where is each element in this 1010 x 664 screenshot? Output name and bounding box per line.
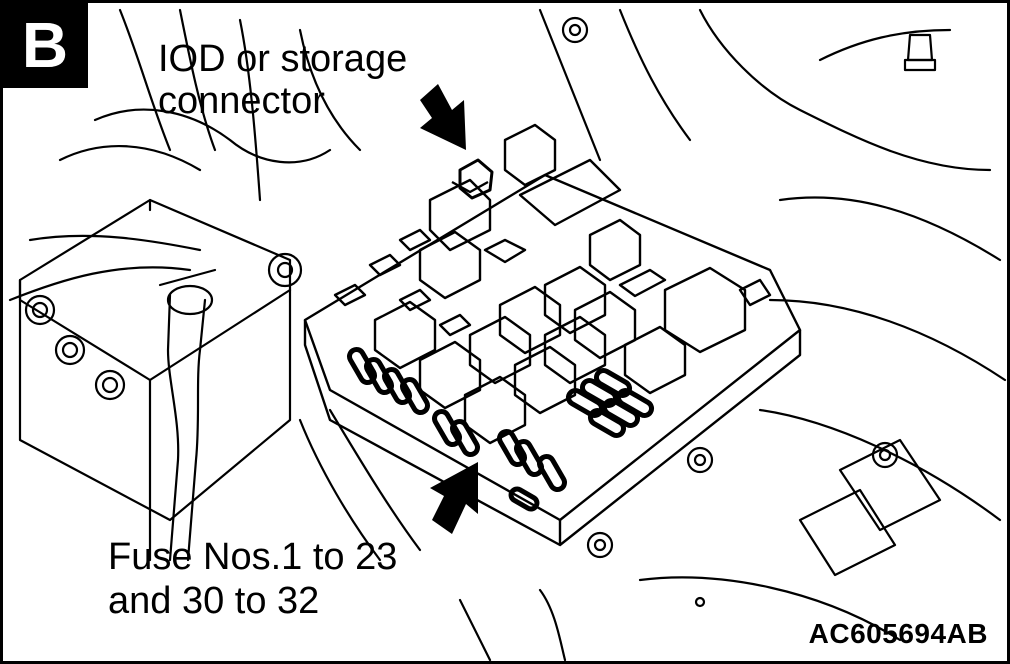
fuse-label-line2: and 30 to 32: [108, 580, 320, 622]
fuse-group: [347, 346, 655, 512]
arrow-down-right-icon: [420, 84, 466, 150]
figure-id: AC605694AB: [808, 618, 988, 649]
background-linework: [8, 8, 1007, 662]
arrow-up-right-icon: [430, 462, 478, 534]
iod-label-line1: IOD or storage: [158, 38, 408, 80]
fuse-label-line1: Fuse Nos.1 to 23: [108, 536, 398, 578]
iod-label-line2: connector: [158, 80, 325, 122]
relay-box: [303, 123, 802, 547]
panel-badge: B: [2, 2, 88, 88]
